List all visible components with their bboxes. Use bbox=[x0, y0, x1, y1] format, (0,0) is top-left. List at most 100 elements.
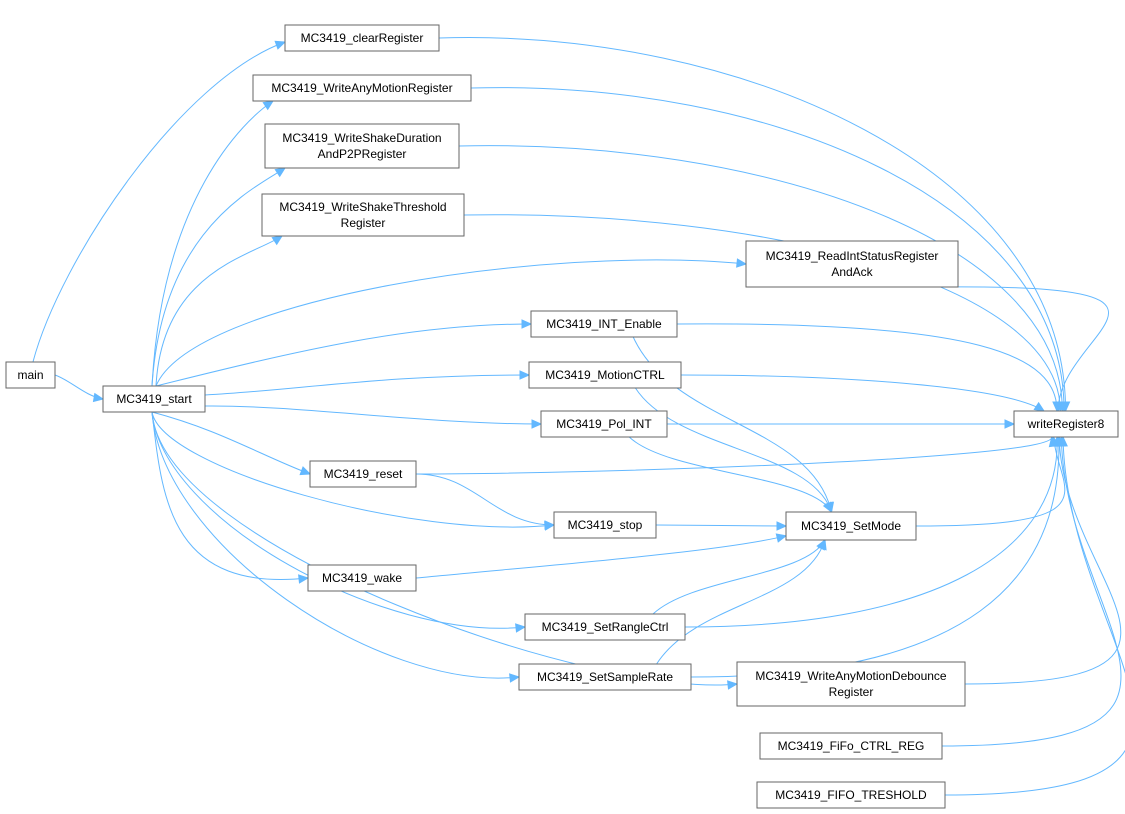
edge-start-to-setsample-line bbox=[151, 411, 520, 679]
edge-start-to-readint bbox=[155, 258, 748, 387]
node-box bbox=[309, 460, 417, 488]
edge-fifothr-to-write8-line bbox=[944, 436, 1125, 796]
edge-wake-to-setmode-line bbox=[415, 535, 787, 579]
edge-motionctrl-to-setmode bbox=[634, 387, 834, 514]
edge-start-to-anymotdeb bbox=[151, 411, 739, 690]
edge-main-to-start bbox=[54, 374, 105, 403]
node-fifoctrl[interactable]: MC3419_FiFo_CTRL_REG bbox=[759, 732, 943, 760]
edge-stop-to-setmode-line bbox=[655, 524, 787, 527]
edge-stop-to-setmode-arrowhead bbox=[776, 521, 788, 531]
edge-main-to-clear-line bbox=[32, 41, 286, 363]
node-box bbox=[5, 361, 56, 389]
edge-start-to-anymot-arrowhead bbox=[262, 100, 275, 111]
node-setmode[interactable]: MC3419_SetMode bbox=[785, 511, 917, 541]
edge-fifothr-to-write8 bbox=[944, 435, 1125, 796]
edge-start-to-polint-arrowhead bbox=[531, 419, 543, 429]
node-fifothr[interactable]: MC3419_FIFO_TRESHOLD bbox=[756, 781, 946, 809]
node-label: MC3419_WriteShakeThreshold bbox=[279, 200, 446, 214]
node-box bbox=[252, 74, 472, 102]
node-box bbox=[1013, 410, 1119, 438]
edge-start-to-readint-arrowhead bbox=[736, 258, 748, 268]
edge-main-to-clear bbox=[32, 40, 287, 363]
node-box bbox=[540, 410, 668, 438]
node-anymot[interactable]: MC3419_WriteAnyMotionRegister bbox=[252, 74, 472, 102]
node-intenable[interactable]: MC3419_INT_Enable bbox=[530, 310, 678, 338]
edge-start-to-motionctrl-arrowhead bbox=[519, 370, 531, 380]
node-label: MC3419_stop bbox=[568, 518, 643, 532]
edge-start-to-polint-line bbox=[204, 405, 542, 425]
edge-anymotdeb-to-write8 bbox=[964, 435, 1122, 685]
node-label: MC3419_clearRegister bbox=[301, 31, 424, 45]
edge-setsample-to-write8-line bbox=[690, 436, 1060, 678]
edge-start-to-setsample-arrowhead bbox=[509, 673, 521, 683]
edge-start-to-intenable bbox=[155, 319, 533, 387]
edge-start-to-stop-line bbox=[151, 411, 555, 528]
node-stop[interactable]: MC3419_stop bbox=[553, 511, 657, 539]
edge-anymotdeb-to-write8-line bbox=[964, 436, 1122, 685]
edge-intenable-to-write8-line bbox=[676, 323, 1058, 412]
node-polint[interactable]: MC3419_Pol_INT bbox=[540, 410, 668, 438]
edge-start-to-intenable-arrowhead bbox=[521, 319, 533, 329]
node-clear[interactable]: MC3419_clearRegister bbox=[284, 24, 440, 52]
node-label: MC3419_MotionCTRL bbox=[545, 368, 665, 382]
node-label: MC3419_start bbox=[116, 392, 192, 406]
edge-setrange-to-setmode bbox=[652, 538, 826, 615]
node-box bbox=[284, 24, 440, 52]
node-motionctrl[interactable]: MC3419_MotionCTRL bbox=[528, 361, 682, 389]
node-label: MC3419_WriteAnyMotionRegister bbox=[271, 81, 452, 95]
edge-start-to-anymot bbox=[151, 100, 275, 387]
node-label: MC3419_SetRangleCtrl bbox=[542, 620, 669, 634]
edge-anymot-to-write8-line bbox=[470, 87, 1065, 412]
node-box bbox=[785, 511, 917, 541]
edge-setrange-to-write8-line bbox=[684, 436, 1058, 628]
edge-reset-to-stop bbox=[415, 473, 556, 530]
node-setsample[interactable]: MC3419_SetSampleRate bbox=[518, 663, 692, 691]
edge-polint-to-write8-arrowhead bbox=[1004, 419, 1016, 429]
edge-start-to-shakedur-line bbox=[151, 167, 286, 387]
node-box bbox=[530, 310, 678, 338]
node-label: AndAck bbox=[831, 265, 873, 279]
node-label: MC3419_WriteAnyMotionDebounce bbox=[755, 669, 947, 683]
node-main[interactable]: main bbox=[5, 361, 56, 389]
edge-start-to-shakedur bbox=[151, 167, 287, 387]
node-label: MC3419_wake bbox=[322, 571, 402, 585]
edge-polint-to-setmode bbox=[628, 436, 833, 514]
node-label: MC3419_FIFO_TRESHOLD bbox=[775, 788, 927, 802]
node-box bbox=[553, 511, 657, 539]
edge-wake-to-setmode bbox=[415, 533, 788, 579]
edge-main-to-clear-arrowhead bbox=[274, 40, 287, 50]
edge-reset-to-stop-line bbox=[415, 473, 555, 526]
edge-motionctrl-to-setmode-line bbox=[634, 387, 832, 513]
edge-intenable-to-write8-arrowhead bbox=[1052, 401, 1062, 413]
node-wake[interactable]: MC3419_wake bbox=[307, 564, 417, 592]
edge-setsample-to-setmode bbox=[656, 538, 827, 665]
edge-fifoctrl-to-write8-line bbox=[941, 436, 1122, 747]
node-label: MC3419_SetSampleRate bbox=[537, 670, 673, 684]
node-box bbox=[759, 732, 943, 760]
edge-start-to-reset bbox=[151, 411, 312, 476]
edge-start-to-setrange bbox=[151, 411, 527, 633]
node-start[interactable]: MC3419_start bbox=[102, 385, 206, 413]
node-box bbox=[528, 361, 682, 389]
node-label: MC3419_Pol_INT bbox=[556, 417, 652, 431]
edge-fifoctrl-to-write8 bbox=[941, 435, 1122, 747]
node-box bbox=[524, 613, 686, 641]
edge-setsample-to-setmode-line bbox=[656, 539, 826, 665]
edge-stop-to-setmode bbox=[655, 521, 788, 531]
edge-start-to-anymotdeb-line bbox=[151, 411, 738, 686]
node-setrange[interactable]: MC3419_SetRangleCtrl bbox=[524, 613, 686, 641]
edge-layer bbox=[32, 37, 1125, 796]
edge-start-to-polint bbox=[204, 405, 543, 429]
node-reset[interactable]: MC3419_reset bbox=[309, 460, 417, 488]
node-write8[interactable]: writeRegister8 bbox=[1013, 410, 1119, 438]
edge-clear-to-write8 bbox=[438, 37, 1071, 413]
edge-start-to-setsample bbox=[151, 411, 521, 683]
edge-start-to-setrange-line bbox=[151, 411, 526, 629]
edge-setsample-to-setmode-arrowhead bbox=[817, 538, 827, 551]
